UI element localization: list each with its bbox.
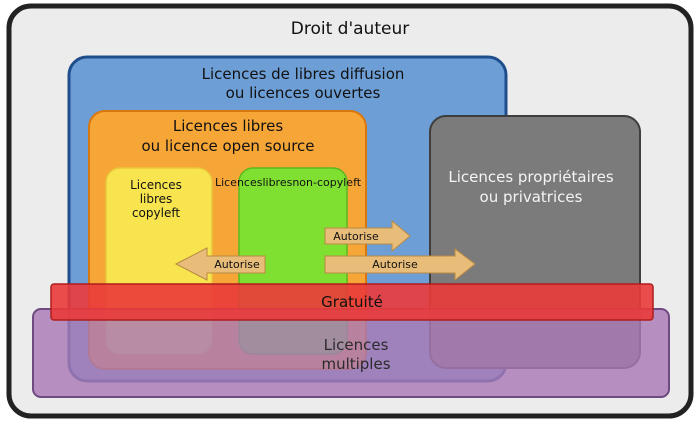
- copyleft-line2: libres: [140, 192, 173, 206]
- open-licences-line2: ou licences ouvertes: [226, 84, 381, 102]
- arrow-left: Autorise: [174, 247, 266, 281]
- free-licences-line2: ou licence open source: [141, 137, 314, 155]
- free-licences-line1: Licences libres: [173, 117, 283, 135]
- proprietary-line1: Licences propriétaires: [448, 168, 613, 186]
- arrow-lower-right: Autorise: [324, 248, 476, 282]
- multiple-licences-line2: multiples: [321, 355, 390, 373]
- multiple-licences-line1: Licences: [324, 336, 389, 354]
- copyleft-line3: copyleft: [132, 206, 180, 220]
- open-licences-line1: Licences de libres diffusion: [202, 65, 405, 83]
- copyright-title: Droit d'auteur: [291, 19, 409, 39]
- arrow-left-label: Autorise: [214, 258, 260, 271]
- free-of-charge-band: [50, 283, 654, 321]
- arrow-upper-right-label: Autorise: [333, 230, 379, 243]
- proprietary-line2: ou privatrices: [480, 188, 583, 206]
- arrow-lower-right-label: Autorise: [372, 258, 418, 271]
- non-copyleft-label: Licenceslibresnon-copyleft: [215, 176, 362, 189]
- copyleft-line1: Licences: [130, 178, 182, 192]
- free-of-charge-label: Gratuité: [321, 293, 383, 311]
- arrow-upper-right: Autorise: [324, 219, 411, 253]
